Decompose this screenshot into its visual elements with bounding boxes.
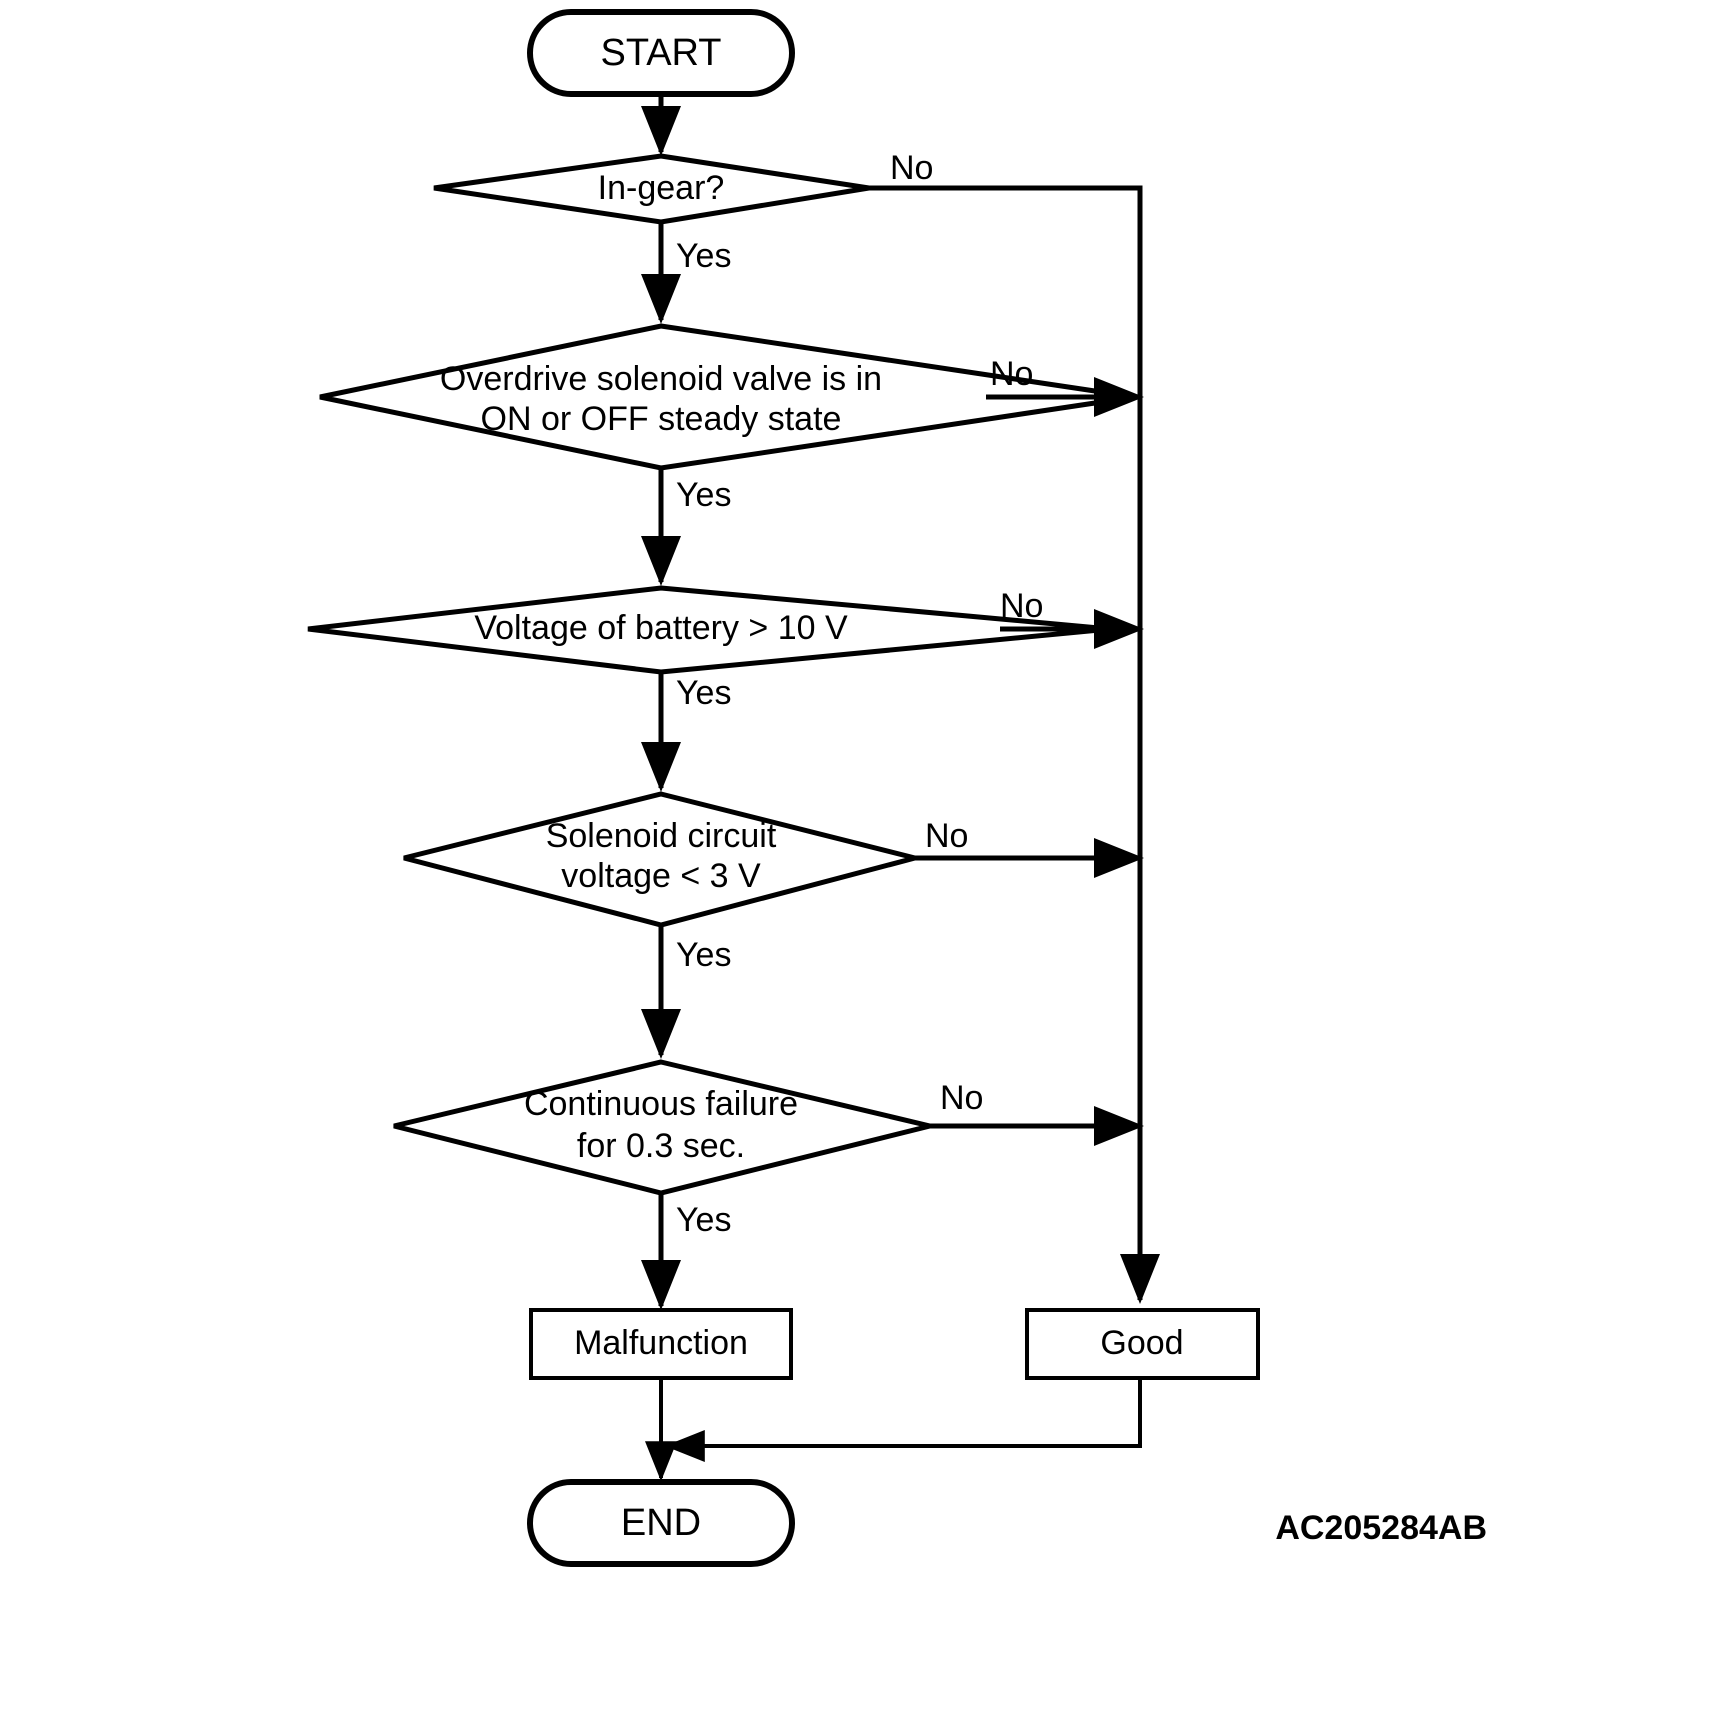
malfunction-shape <box>529 1308 793 1380</box>
decision-continuous-label-line2: for 0.3 sec. <box>577 1127 745 1165</box>
good-label: Good <box>1100 1324 1183 1362</box>
decision-solenoid-shape <box>403 791 916 928</box>
edge-in-gear-no <box>869 185 1160 1305</box>
decision-overdrive-label-line1: Overdrive solenoid valve is in <box>440 360 882 398</box>
decision-solenoid-label-line2: voltage < 3 V <box>561 857 761 895</box>
node-decision-battery-voltage: Voltage of battery > 10 V <box>307 585 1111 675</box>
node-malfunction: Malfunction <box>529 1308 793 1380</box>
node-decision-overdrive-steady-state: Overdrive solenoid valve is in ON or OFF… <box>319 323 1136 471</box>
edge-label-overdrive-no: No <box>990 355 1033 393</box>
decision-continuous-label-line1: Continuous failure <box>524 1085 798 1123</box>
decision-overdrive-shape <box>319 323 1136 471</box>
reference-code: AC205284AB <box>1275 1509 1487 1547</box>
edge-label-solenoid-no: No <box>925 817 968 855</box>
edge-label-in-gear-no: No <box>890 149 933 187</box>
decision-continuous-shape <box>393 1059 931 1196</box>
edge-label-battery-yes: Yes <box>676 674 731 712</box>
edge-label-battery-no: No <box>1000 587 1043 625</box>
edge-label-continuous-yes: Yes <box>676 1201 731 1239</box>
node-decision-in-gear: In-gear? <box>433 153 870 225</box>
start-shape <box>527 9 795 97</box>
node-end: END <box>527 1479 795 1567</box>
node-start: START <box>527 9 795 97</box>
end-label: END <box>621 1502 701 1544</box>
edge-good-to-merge <box>664 1378 1142 1462</box>
decision-solenoid-label-line1: Solenoid circuit <box>546 817 777 855</box>
decision-overdrive-label-line2: ON or OFF steady state <box>481 400 842 438</box>
edge-label-continuous-no: No <box>940 1079 983 1117</box>
decision-in-gear-shape <box>433 153 870 225</box>
decision-battery-shape <box>307 585 1111 675</box>
end-shape <box>527 1479 795 1567</box>
node-decision-solenoid-circuit-voltage: Solenoid circuit voltage < 3 V <box>403 791 916 928</box>
node-good: Good <box>1025 1308 1260 1380</box>
malfunction-label: Malfunction <box>574 1324 748 1362</box>
good-shape <box>1025 1308 1260 1380</box>
start-label: START <box>600 32 721 74</box>
edge-label-in-gear-yes: Yes <box>676 237 731 275</box>
decision-in-gear-label: In-gear? <box>598 169 725 207</box>
edge-label-overdrive-yes: Yes <box>676 476 731 514</box>
decision-battery-label: Voltage of battery > 10 V <box>474 609 848 647</box>
edge-label-solenoid-yes: Yes <box>676 936 731 974</box>
node-decision-continuous-failure: Continuous failure for 0.3 sec. <box>393 1059 931 1196</box>
